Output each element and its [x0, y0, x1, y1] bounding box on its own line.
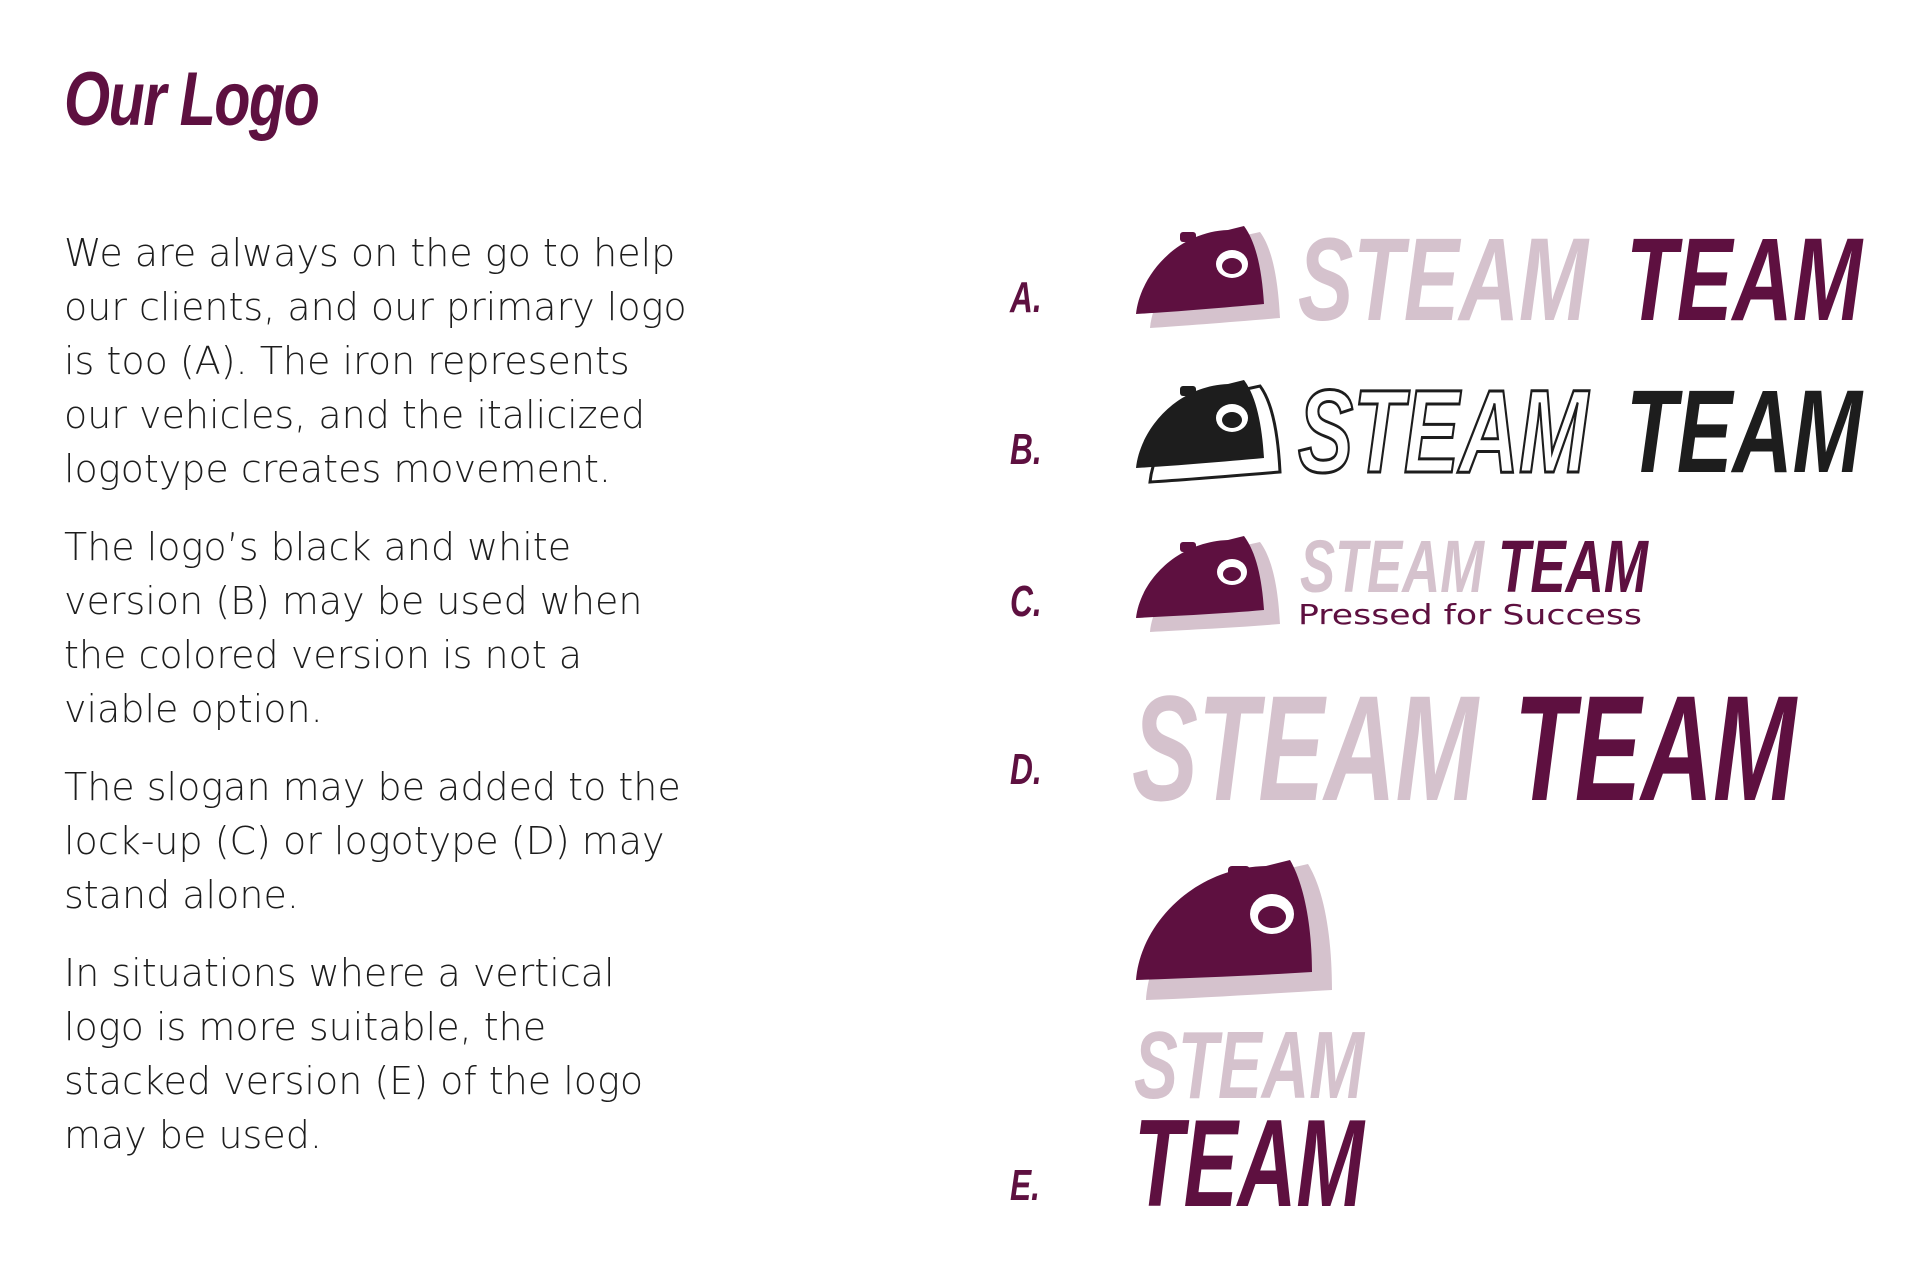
paragraph-primary-logo: We are always on the go to help our clie…: [64, 231, 687, 491]
iron-icon-colored: [1136, 536, 1280, 632]
paragraph-black-white: The logo’s black and white version (B) m…: [64, 525, 643, 731]
paragraph-stacked: In situations where a vertical logo is m…: [64, 951, 644, 1157]
iron-icon-colored: [1136, 226, 1280, 328]
label-e: E.: [1010, 1161, 1040, 1210]
body-copy: We are always on the go to help our clie…: [64, 226, 704, 1186]
iron-icon-colored: [1136, 860, 1332, 1000]
wordmark-steam: STEAM: [1298, 366, 1590, 498]
wordmark-steam: STEAM: [1300, 525, 1485, 608]
wordmark-steam: STEAM: [1132, 664, 1480, 832]
logo-logotype: STEAM TEAM: [1132, 664, 1812, 832]
logo-primary: STEAM TEAM: [1132, 214, 1872, 346]
logo-black-white: STEAM TEAM: [1132, 365, 1872, 500]
slogan: Pressed for Success: [1298, 598, 1642, 631]
label-c: C.: [1010, 577, 1042, 626]
label-b: B.: [1010, 425, 1042, 474]
wordmark-team: TEAM: [1134, 1095, 1366, 1233]
wordmark-team: TEAM: [1626, 366, 1864, 498]
label-d: D.: [1010, 745, 1042, 794]
paragraph-slogan: The slogan may be added to the lock-up (…: [64, 765, 681, 917]
wordmark-steam: STEAM: [1134, 1012, 1365, 1119]
logo-stacked: STEAM TEAM: [1132, 850, 1392, 1233]
wordmark-steam: STEAM: [1298, 214, 1590, 346]
wordmark-team: TEAM: [1626, 214, 1864, 346]
wordmark-team: TEAM: [1514, 664, 1798, 832]
page-title: Our Logo: [64, 57, 320, 142]
label-a: A.: [1010, 273, 1042, 322]
iron-icon-black-white: [1136, 380, 1282, 484]
wordmark-team: TEAM: [1498, 525, 1649, 608]
logo-with-slogan: STEAM TEAM Pressed for Success: [1132, 525, 1672, 638]
